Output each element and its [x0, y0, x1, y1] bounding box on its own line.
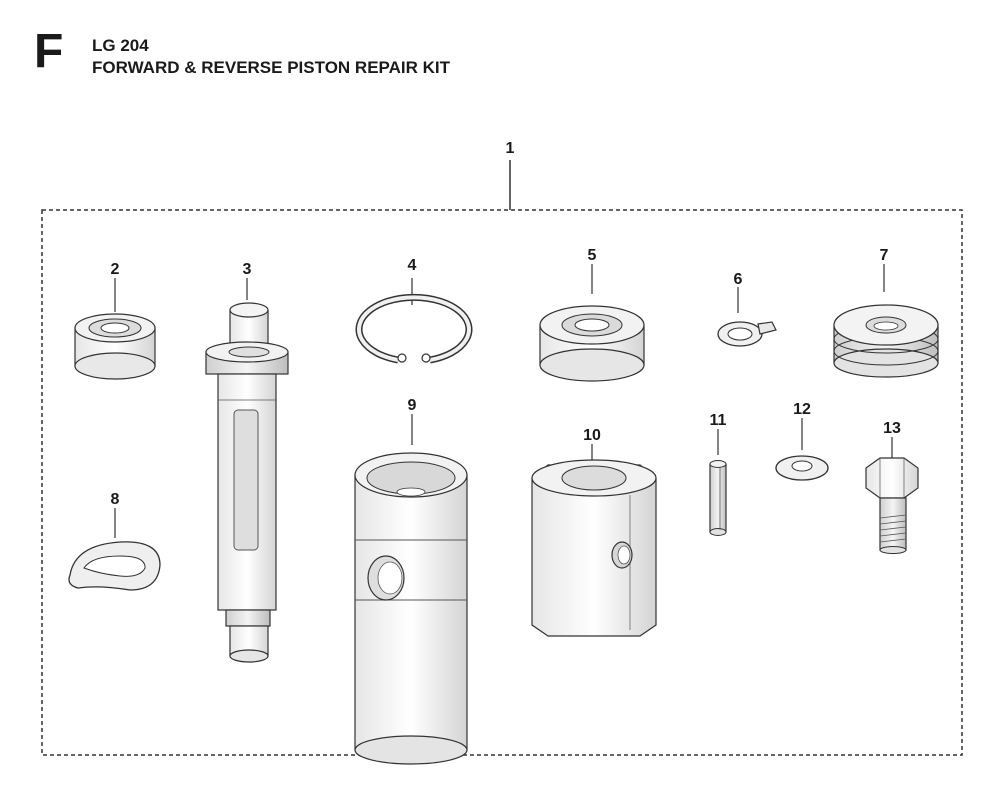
callout-11: 11 — [710, 412, 727, 429]
part-11-roll-pin: 11 — [709, 412, 727, 536]
part-8-wave-washer: 8 — [68, 491, 161, 591]
part-7-disc-spring: 7 — [833, 247, 939, 378]
callout-1: 1 — [506, 140, 515, 157]
part-4-snap-ring: 4 — [355, 257, 473, 364]
callout-3: 3 — [243, 261, 252, 278]
part-3-piston-shaft: 3 — [205, 261, 289, 663]
callout-10: 10 — [583, 427, 601, 444]
part-12-flat-washer: 12 — [775, 401, 829, 481]
callout-4: 4 — [408, 257, 417, 274]
part-2-bearing: 2 — [74, 261, 156, 380]
part-9-piston-sleeve: 9 — [354, 397, 468, 765]
part-6-tab-washer: 6 — [717, 271, 777, 347]
diagram-title: FORWARD & REVERSE PISTON REPAIR KIT — [92, 58, 450, 77]
callout-9: 9 — [408, 397, 417, 414]
callout-5: 5 — [588, 247, 597, 264]
callout-7: 7 — [880, 247, 889, 264]
callout-12: 12 — [793, 401, 811, 418]
callout-6: 6 — [734, 271, 743, 288]
callout-2: 2 — [111, 261, 120, 278]
callout-8: 8 — [111, 491, 120, 508]
part-13-hex-bolt: 13 — [865, 420, 919, 554]
kit-boundary — [41, 209, 963, 756]
section-letter: F — [34, 25, 64, 78]
model-number: LG 204 — [92, 36, 149, 55]
callout-13: 13 — [883, 420, 901, 437]
part-5-bearing: 5 — [539, 247, 645, 382]
part-10-piston-block: 10 — [531, 427, 657, 637]
